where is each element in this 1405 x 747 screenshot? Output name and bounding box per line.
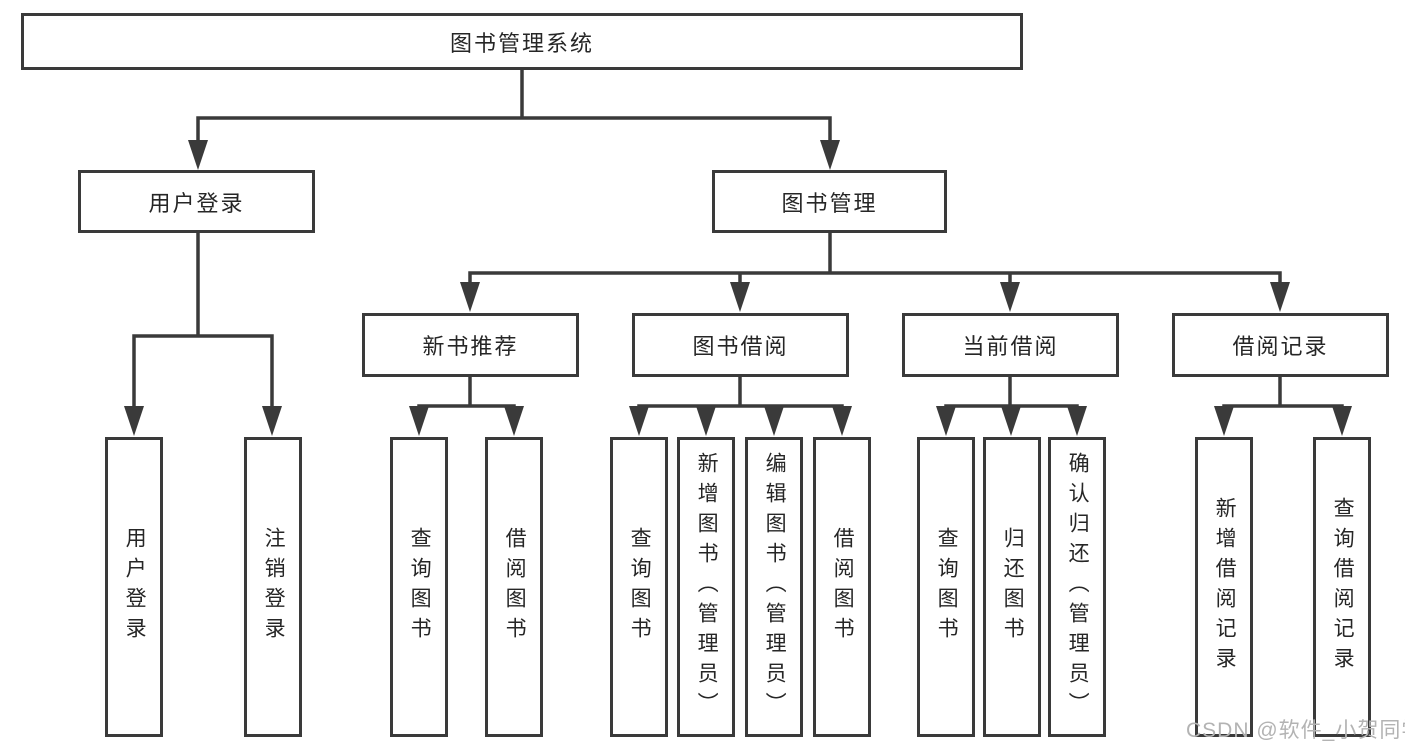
node-borrow-records: 借阅记录 [1172,313,1389,377]
leaf-borrow-book-recommend-label: 借阅图书 [503,527,527,647]
leaf-query-borrow-record: 查询借阅记录 [1313,437,1371,737]
connector-line [468,230,1282,286]
arrowhead [832,406,852,436]
leaf-user-login: 用户登录 [105,437,163,737]
leaf-query-borrow-record-label: 查询借阅记录 [1331,497,1355,677]
node-book-borrow-label: 图书借阅 [692,334,789,359]
node-user-login: 用户登录 [78,170,315,233]
arrowhead [936,406,956,436]
leaf-add-borrow-record-label: 新增借阅记录 [1213,497,1237,677]
leaf-add-book-admin: 新增图书（管理员） [677,437,735,737]
leaf-edit-book-admin-label: 编辑图书（管理员） [763,452,787,722]
connector-current-borrow [936,375,1087,436]
leaf-user-login-label: 用户登录 [123,527,147,647]
leaf-add-book-admin-label: 新增图书（管理员） [695,452,719,722]
arrowhead [1332,406,1352,436]
leaf-query-book-recommend: 查询图书 [390,437,448,737]
arrowhead [820,140,840,170]
leaf-return-book: 归还图书 [983,437,1041,737]
node-root: 图书管理系统 [21,13,1023,70]
connector-new-book-recommend [409,375,524,436]
node-new-book-recommend: 新书推荐 [362,313,579,377]
arrowhead [696,406,716,436]
arrowhead [1214,406,1234,436]
leaf-query-book-current-label: 查询图书 [935,527,959,647]
node-book-borrow: 图书借阅 [632,313,849,377]
node-book-management-label: 图书管理 [781,190,878,216]
connector-line [132,231,274,410]
leaf-logout-label: 注销登录 [262,527,286,647]
leaf-query-book-recommend-label: 查询图书 [408,527,432,647]
node-book-management: 图书管理 [712,170,947,233]
leaf-borrow-book-borrow-label: 借阅图书 [831,527,855,647]
node-current-borrow: 当前借阅 [902,313,1119,377]
connector-borrow-records [1214,375,1352,436]
node-new-book-recommend-label: 新书推荐 [422,334,519,359]
leaf-query-book-current: 查询图书 [917,437,975,737]
arrowhead [1067,406,1087,436]
leaf-logout: 注销登录 [244,437,302,737]
connector-root [188,67,840,170]
arrowhead [188,140,208,170]
connector-book-borrow [629,375,852,436]
arrowhead [1001,406,1021,436]
arrowhead [409,406,429,436]
leaf-borrow-book-borrow: 借阅图书 [813,437,871,737]
leaf-add-borrow-record: 新增借阅记录 [1195,437,1253,737]
leaf-query-book-borrow-label: 查询图书 [628,527,652,647]
leaf-query-book-borrow: 查询图书 [610,437,668,737]
arrowhead [124,406,144,436]
arrowhead [629,406,649,436]
connector-line [1222,375,1344,408]
arrowhead [262,406,282,436]
connector-line [196,67,832,144]
arrowhead [504,406,524,436]
arrowhead [460,282,480,312]
leaf-confirm-return-admin: 确认归还（管理员） [1048,437,1106,737]
connector-user-login [124,231,282,436]
node-root-label: 图书管理系统 [449,30,594,56]
leaf-confirm-return-admin-label: 确认归还（管理员） [1066,452,1090,722]
node-borrow-records-label: 借阅记录 [1232,334,1329,359]
arrowhead [764,406,784,436]
connector-line [417,375,516,408]
arrowhead [1000,282,1020,312]
arrowhead [1270,282,1290,312]
leaf-return-book-label: 归还图书 [1001,527,1025,647]
connector-line [944,375,1079,408]
arrowhead [730,282,750,312]
node-user-login-label: 用户登录 [148,190,245,216]
leaf-edit-book-admin: 编辑图书（管理员） [745,437,803,737]
connector-line [637,375,844,408]
connector-book-management [460,230,1290,312]
node-current-borrow-label: 当前借阅 [962,334,1059,359]
leaf-borrow-book-recommend: 借阅图书 [485,437,543,737]
watermark-text: CSDN @软件_小贺同学 [1186,719,1405,742]
